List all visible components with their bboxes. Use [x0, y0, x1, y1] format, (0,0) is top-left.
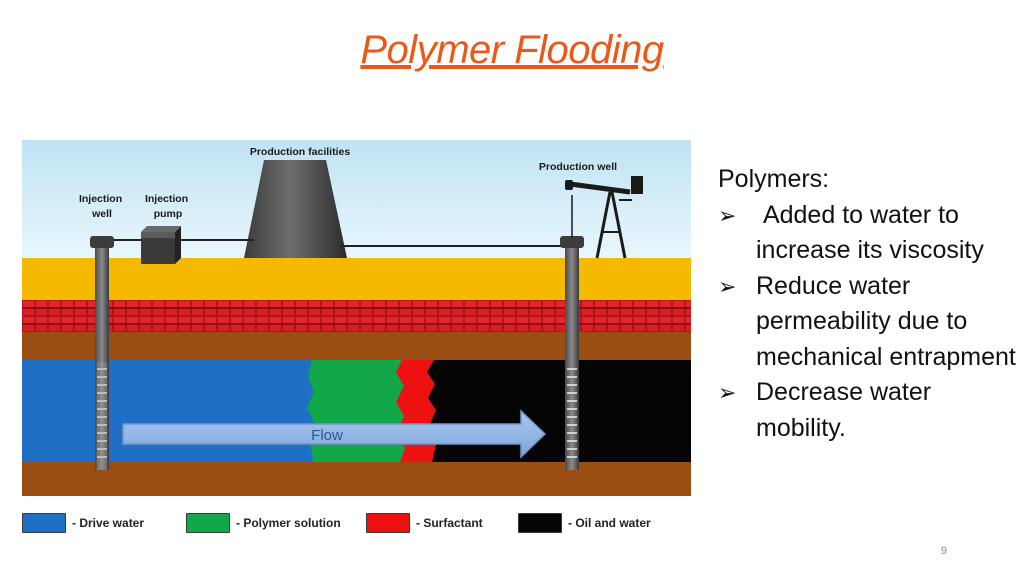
production-well-perforations [567, 368, 577, 458]
legend-label: - Oil and water [568, 516, 651, 530]
injection-pump-label: Injection pump [145, 193, 191, 220]
flow-label: Flow [311, 427, 343, 444]
pump-jack [569, 181, 632, 259]
legend-item-surfactant: - Surfactant [366, 511, 483, 535]
bullet-item: ➢ Added to water to increase its viscosi… [718, 198, 1018, 269]
legend-swatch-polymer-solution [186, 513, 230, 533]
production-facilities-label: Production facilities [250, 146, 351, 158]
slide-title: Polymer Flooding [360, 28, 664, 72]
legend-item-oil-and-water: - Oil and water [518, 511, 651, 535]
legend: - Drive water - Polymer solution - Surfa… [0, 511, 1024, 535]
legend-swatch-drive-water [22, 513, 66, 533]
injection-well-perforations [97, 368, 107, 458]
page-number: 9 [940, 545, 947, 557]
legend-swatch-surfactant [366, 513, 410, 533]
lower-rock-layer [22, 462, 691, 496]
bullet-item: ➢ Decrease water mobility. [718, 375, 1018, 446]
legend-label: - Drive water [72, 516, 145, 530]
bullet-text: Reduce water permeability due to mechani… [756, 271, 1016, 371]
injection-well-label: Injection well [79, 193, 125, 220]
legend-item-polymer-solution: - Polymer solution [186, 511, 341, 535]
bullet-text: Decrease water mobility. [756, 378, 932, 442]
legend-label: - Polymer solution [236, 516, 341, 530]
arrow-bullet-icon: ➢ [718, 273, 737, 299]
injection-well-casing [95, 244, 109, 470]
bullet-text: Added to water to increase its viscosity [756, 200, 984, 265]
production-well-label: Production well [539, 161, 617, 173]
legend-item-drive-water: - Drive water [22, 511, 144, 535]
bullets-heading: Polymers: [718, 165, 830, 193]
production-facilities-tower [244, 160, 347, 258]
legend-label: - Surfactant [416, 516, 483, 530]
arrow-bullet-icon: ➢ [718, 380, 737, 405]
bullet-item: ➢ Reduce water permeability due to mecha… [718, 269, 1018, 376]
caprock-layer [22, 300, 691, 332]
legend-swatch-oil-and-water [518, 513, 562, 533]
upper-rock-layer [22, 332, 691, 360]
flow-arrow [122, 409, 547, 459]
polymer-flooding-diagram: Injection well Injection pump Production… [22, 140, 691, 496]
production-well-casing [565, 244, 579, 470]
arrow-bullet-icon: ➢ [718, 202, 737, 228]
bullet-text-block: Polymers: ➢ Added to water to increase i… [718, 162, 1018, 446]
sand-layer [22, 258, 691, 300]
bullet-list: ➢ Added to water to increase its viscosi… [718, 198, 1018, 447]
drive-water-zone [22, 360, 315, 462]
